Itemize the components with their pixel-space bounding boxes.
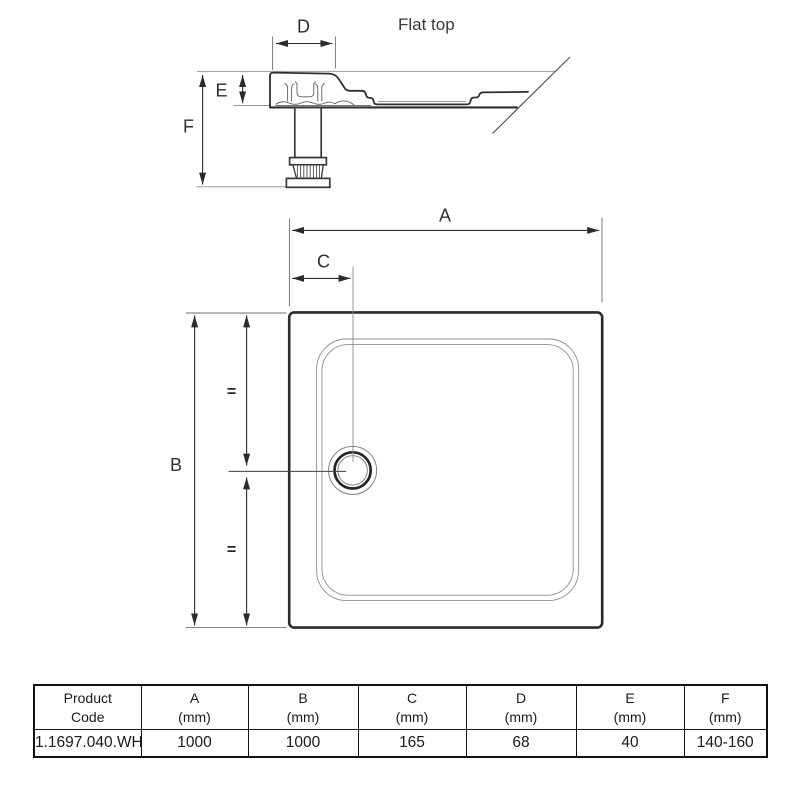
header-line1: E bbox=[625, 690, 635, 706]
dim-f-label: F bbox=[183, 117, 194, 137]
col-header-e: E (mm) bbox=[575, 684, 685, 730]
equal-mark-bottom: = bbox=[227, 542, 236, 559]
flat-top-label: Flat top bbox=[398, 15, 455, 34]
tray-outer-edge bbox=[287, 311, 604, 629]
cell-c: 165 bbox=[357, 729, 467, 757]
technical-drawing: D E F Flat top bbox=[170, 15, 604, 629]
col-header-product-code: Product Code bbox=[33, 684, 142, 730]
dim-b-label: B bbox=[170, 455, 182, 475]
leg-bracket-detail bbox=[275, 81, 372, 107]
header-line1: F bbox=[720, 690, 730, 706]
dimension-a: A bbox=[288, 206, 603, 307]
header-line1: C bbox=[406, 690, 418, 706]
header-line2: (mm) bbox=[613, 709, 647, 725]
dimension-d: D bbox=[272, 17, 336, 70]
cell-d: 68 bbox=[465, 729, 577, 757]
foot-collar bbox=[288, 156, 328, 166]
dim-c-label: C bbox=[317, 252, 330, 272]
cell-e: 40 bbox=[575, 729, 685, 757]
equal-mark-top: = bbox=[227, 384, 236, 401]
table-header-row: Product Code A (mm) B (mm) C (mm) D (m bbox=[33, 684, 768, 730]
header-line2: (mm) bbox=[178, 709, 211, 725]
foot-base-plate bbox=[285, 177, 331, 189]
header-line1: B bbox=[298, 690, 308, 706]
break-line bbox=[492, 56, 571, 134]
foot-leg bbox=[293, 106, 323, 159]
dim-d-label: D bbox=[297, 17, 310, 37]
col-header-d: D (mm) bbox=[465, 684, 577, 730]
dimension-f: F bbox=[183, 75, 207, 185]
header-line1: D bbox=[515, 690, 527, 706]
cell-f: 140-160 bbox=[683, 729, 768, 757]
header-line2: (mm) bbox=[708, 709, 742, 725]
top-plan-view: A C B = = bbox=[170, 206, 604, 629]
header-line1: Product bbox=[63, 690, 112, 706]
header-line2: (mm) bbox=[286, 709, 320, 725]
dimension-b: B bbox=[170, 312, 287, 628]
side-section-view: D E F Flat top bbox=[183, 15, 571, 189]
tray-profile-outline bbox=[269, 71, 529, 108]
foot-adjuster-knurling bbox=[296, 165, 320, 178]
header-line2: Code bbox=[71, 709, 105, 725]
col-header-a: A (mm) bbox=[140, 684, 249, 730]
tray-floor-edge-outer bbox=[316, 338, 580, 602]
tray-floor-edge-inner bbox=[321, 344, 574, 596]
table-data-row: 1.1697.040.WH 1000 1000 165 68 40 140-16… bbox=[33, 729, 768, 757]
cell-b: 1000 bbox=[247, 729, 359, 757]
cell-product-code: 1.1697.040.WH bbox=[33, 729, 143, 757]
header-line2: (mm) bbox=[395, 709, 429, 725]
header-line1: A bbox=[189, 690, 200, 706]
cell-a: 1000 bbox=[140, 729, 249, 757]
dimension-c: C bbox=[292, 252, 351, 282]
col-header-b: B (mm) bbox=[247, 684, 359, 730]
adjustable-foot bbox=[285, 106, 331, 189]
dimensions-table: Product Code A (mm) B (mm) C (mm) D (m bbox=[33, 684, 768, 758]
col-header-f: F (mm) bbox=[683, 684, 768, 730]
dim-e-label: E bbox=[215, 81, 227, 101]
col-header-c: C (mm) bbox=[357, 684, 467, 730]
dimension-e: E bbox=[215, 75, 247, 104]
header-line2: (mm) bbox=[504, 709, 538, 725]
dimension-b-halves: = = bbox=[227, 315, 251, 626]
dim-a-label: A bbox=[439, 206, 451, 226]
